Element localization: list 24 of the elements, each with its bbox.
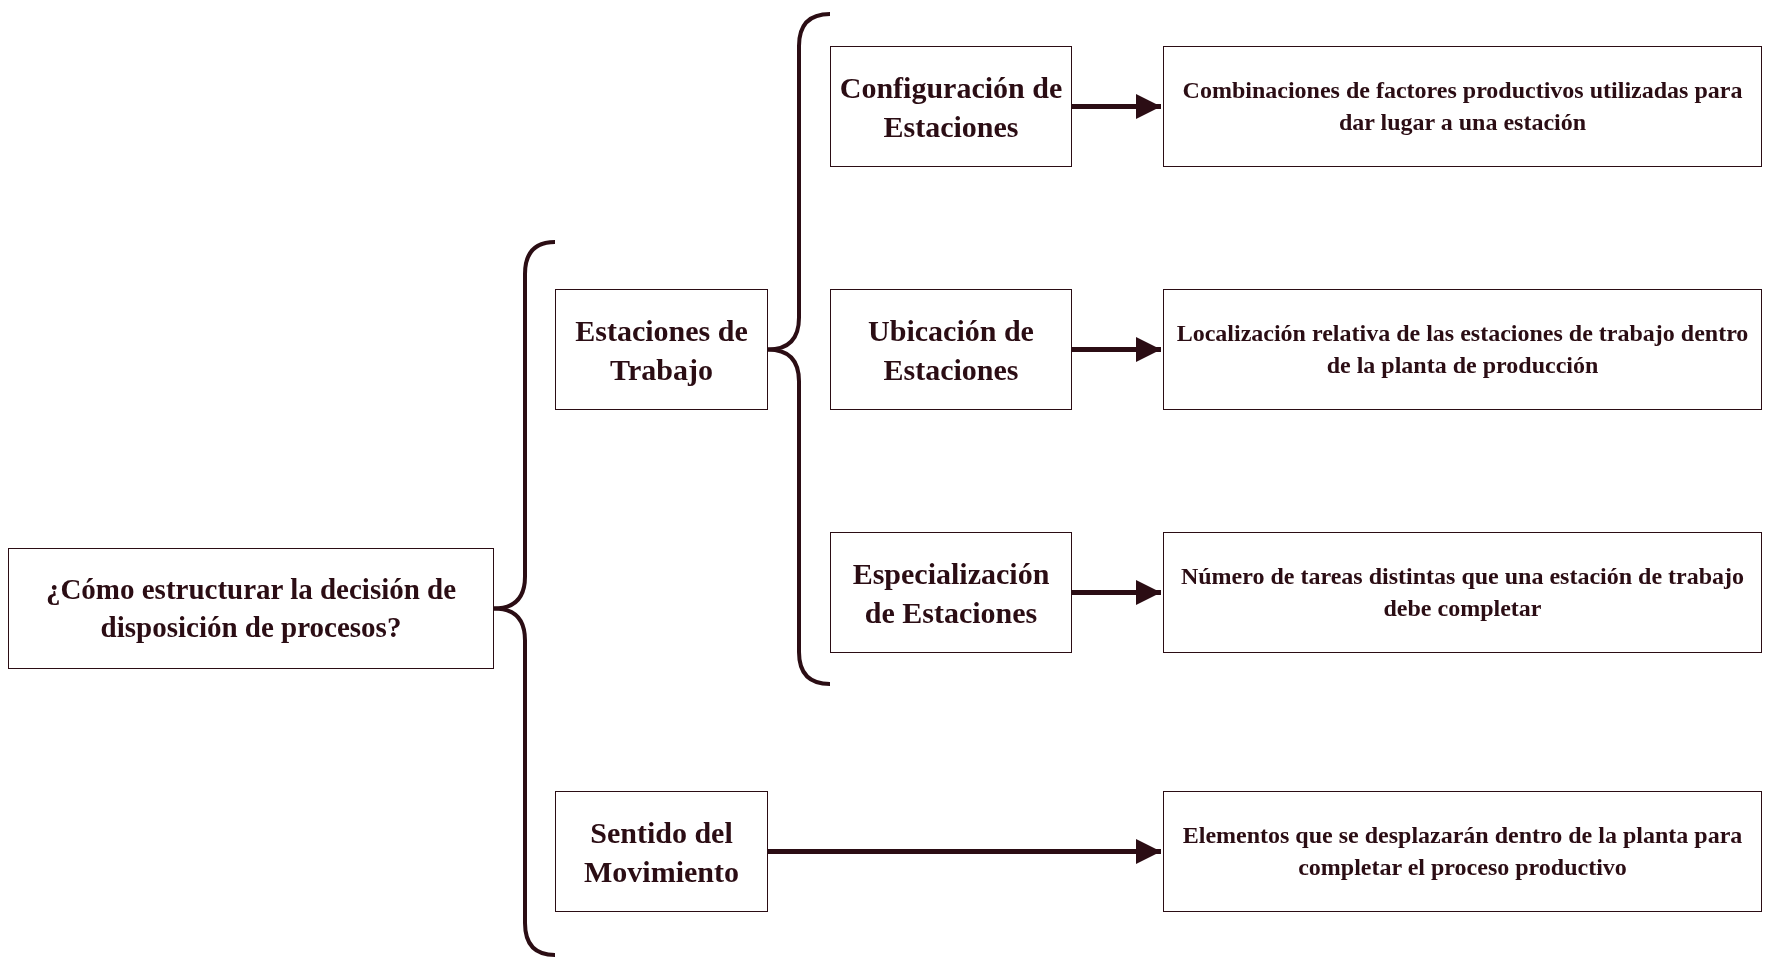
concept-box <box>8 548 494 669</box>
description-box <box>1163 46 1762 167</box>
box-text: Estaciones de Trabajo <box>574 312 749 388</box>
arrow <box>1072 94 1161 119</box>
arrow <box>1072 580 1161 605</box>
box-text: Ubicación de Estaciones <box>867 312 1035 388</box>
box-text: Especialización de Estaciones <box>851 555 1051 631</box>
box-text: ¿Cómo estructurar la decisión de disposición de procesos? <box>44 571 458 645</box>
description-box <box>1163 791 1762 912</box>
box-text: Número de tareas distintas que una estación de trabajo debe completar <box>1179 562 1746 623</box>
description-box <box>1163 289 1762 410</box>
concept-box <box>555 791 768 912</box>
arrow <box>768 839 1161 864</box>
box-text: Configuración de Estaciones <box>839 69 1063 145</box>
box-text: Sentido del Movimiento <box>583 814 740 890</box>
box-text: Combinaciones de factores productivos utilizadas para dar lugar a una estación <box>1181 76 1744 137</box>
concept-box <box>830 289 1072 410</box>
concept-box <box>555 289 768 410</box>
arrow <box>1072 337 1161 362</box>
box-text: Elementos que se desplazarán dentro de la planta para completar el proceso productivo <box>1181 821 1744 882</box>
concept-box <box>830 532 1072 653</box>
box-text: Localización relativa de las estaciones de trabajo dentro de la planta de producción <box>1175 319 1750 380</box>
description-box <box>1163 532 1762 653</box>
concept-box <box>830 46 1072 167</box>
